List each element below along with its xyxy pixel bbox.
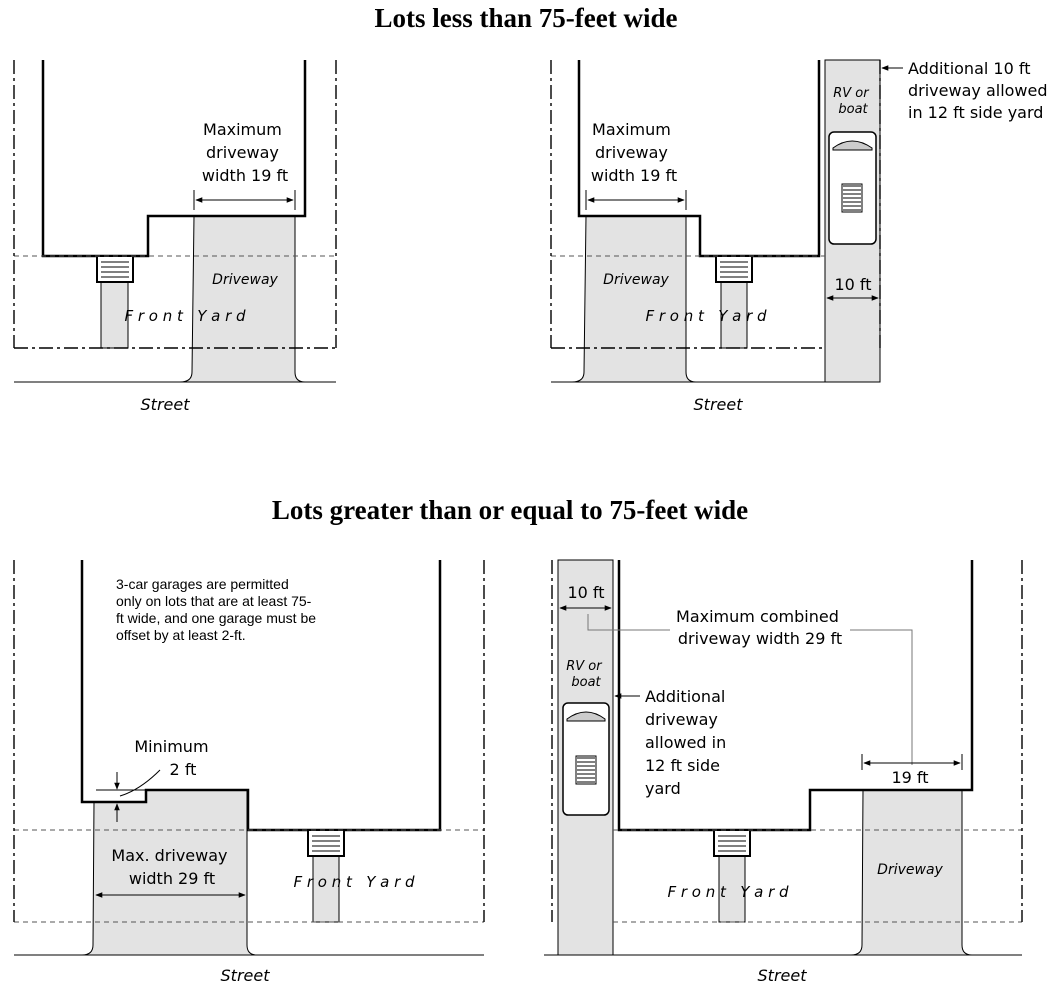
max-driveway-label: Maximum driveway width 19 ft: [591, 120, 677, 185]
driveway-label: Driveway: [212, 272, 278, 288]
combined-leader-right: [850, 629, 913, 765]
driveway-label: Driveway: [603, 272, 669, 288]
driveway-area: [179, 215, 306, 383]
house-outline: [577, 60, 821, 258]
minimum-offset-label: Minimum 2 ft: [134, 737, 213, 779]
walkway: [718, 855, 746, 923]
panel-top-right: RV or boat Maximum driveway width 19 ft …: [550, 59, 1053, 414]
front-steps: [96, 255, 134, 283]
garage-note: 3-car garages are permitted only on lots…: [116, 576, 320, 643]
title-top: Lots less than 75-feet wide: [375, 3, 678, 33]
panel-top-left: Maximum driveway width 19 ft Driveway F …: [13, 60, 337, 414]
max-driveway-label: Maximum driveway width 19 ft: [202, 120, 288, 185]
panel-bottom-right: RV or boat 10 ft Maximum combined drivew…: [544, 559, 1023, 985]
front-steps: [713, 829, 751, 857]
nineteen-ft-label: 19 ft: [891, 768, 928, 787]
ten-ft-label: 10 ft: [567, 583, 604, 602]
street-label: Street: [141, 395, 191, 414]
front-steps: [715, 255, 753, 283]
street-label: Street: [758, 966, 808, 985]
rv-boat-label: RV or boat: [833, 86, 873, 117]
house-outline: [80, 560, 442, 832]
title-bottom: Lots greater than or equal to 75-feet wi…: [272, 495, 748, 525]
max-combined-label: Maximum combined driveway width 29 ft: [676, 607, 844, 648]
max-driveway-label: Max. driveway width 29 ft: [111, 846, 232, 888]
panel-bottom-left: 3-car garages are permitted only on lots…: [13, 560, 485, 985]
ten-ft-label: 10 ft: [834, 275, 871, 294]
front-yard-label: F r o n t Y a r d: [645, 307, 767, 325]
rv-boat-label: RV or boat: [566, 659, 606, 690]
walkway: [100, 281, 129, 349]
front-yard-label: F r o n t Y a r d: [293, 873, 415, 891]
street-label: Street: [221, 966, 271, 985]
offset-leader: [119, 769, 161, 797]
driveway-area: [571, 215, 697, 383]
combined-leader: [587, 614, 670, 631]
front-steps: [307, 829, 345, 857]
front-yard-label: F r o n t Y a r d: [667, 883, 789, 901]
rv-vehicle-icon: [562, 702, 610, 816]
driveway-label: Driveway: [877, 862, 943, 878]
street-label: Street: [694, 395, 744, 414]
additional-driveway-label: Additional 10 ft driveway allowed in 12 …: [908, 59, 1053, 122]
rv-vehicle-icon: [828, 131, 877, 245]
additional-driveway-label: Additional driveway allowed in 12 ft sid…: [645, 687, 731, 798]
front-yard-label: F r o n t Y a r d: [124, 307, 246, 325]
walkway: [312, 855, 340, 923]
